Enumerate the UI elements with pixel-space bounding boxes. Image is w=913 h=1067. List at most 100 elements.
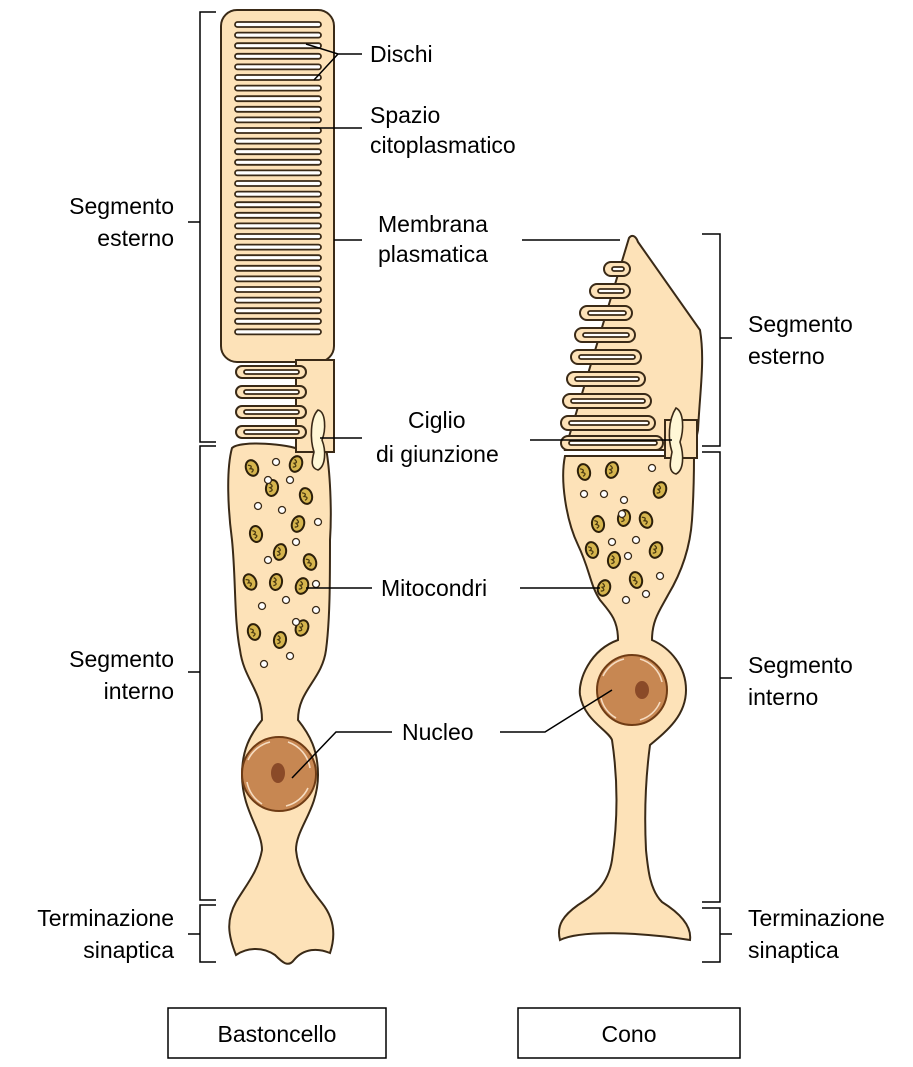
cone-lamella-slit bbox=[575, 377, 639, 381]
rod-disc bbox=[235, 223, 321, 228]
vesicle bbox=[293, 539, 300, 546]
cone-outer-label-1: Segmento bbox=[748, 311, 853, 337]
rod-disc bbox=[235, 33, 321, 38]
vesicle bbox=[623, 597, 630, 604]
rod-disc bbox=[235, 298, 321, 303]
rod-inner-label-2: interno bbox=[104, 678, 174, 704]
vesicle bbox=[633, 537, 640, 544]
rod-disc bbox=[235, 128, 321, 133]
label-nucleo: Nucleo bbox=[402, 719, 474, 745]
rod-inner-label-1: Segmento bbox=[69, 646, 174, 672]
rod-disc bbox=[235, 22, 321, 27]
rod-nucleus bbox=[242, 737, 316, 811]
cone-lamella-slit bbox=[569, 441, 657, 445]
rod-disc bbox=[235, 192, 321, 197]
rod-disc bbox=[235, 107, 321, 112]
cone-outer-brace bbox=[702, 234, 732, 446]
cone-lamella-slit bbox=[579, 355, 635, 359]
vesicle bbox=[261, 661, 268, 668]
rod-disc bbox=[235, 117, 321, 122]
rod-disc bbox=[235, 96, 321, 101]
vesicle bbox=[279, 507, 286, 514]
rod-disc bbox=[235, 75, 321, 80]
cone-inner-brace bbox=[702, 452, 732, 902]
label-ciglio-1: Ciglio bbox=[408, 407, 466, 433]
rod-disc bbox=[235, 139, 321, 144]
rod-disc bbox=[235, 319, 321, 324]
rod-disc bbox=[235, 255, 321, 260]
rod-basal-lamella-slit bbox=[244, 430, 299, 434]
cone-lamella-slit bbox=[598, 289, 624, 293]
vesicle bbox=[273, 459, 280, 466]
vesicle bbox=[625, 553, 632, 560]
cone-inner-label-1: Segmento bbox=[748, 652, 853, 678]
vesicle bbox=[287, 477, 294, 484]
label-dischi: Dischi bbox=[370, 41, 433, 67]
rod-disc bbox=[235, 308, 321, 313]
vesicle bbox=[649, 465, 656, 472]
cone-lamella-slit bbox=[612, 267, 624, 271]
vesicle bbox=[265, 557, 272, 564]
rod-disc bbox=[235, 86, 321, 91]
vesicle bbox=[283, 597, 290, 604]
vesicle bbox=[315, 519, 322, 526]
cone-lamella-slit bbox=[571, 399, 645, 403]
label-mitocondri: Mitocondri bbox=[381, 575, 487, 601]
rod-cell bbox=[221, 10, 334, 964]
cone-nucleus bbox=[597, 655, 667, 725]
rod-disc bbox=[235, 202, 321, 207]
vesicle bbox=[621, 497, 628, 504]
rod-disc bbox=[235, 213, 321, 218]
cone-lamella-slit bbox=[569, 421, 649, 425]
rod-disc bbox=[235, 149, 321, 154]
rod-disc bbox=[235, 234, 321, 239]
rod-cilium bbox=[311, 410, 324, 470]
rod-disc bbox=[235, 54, 321, 59]
vesicle bbox=[581, 491, 588, 498]
cone-synaptic-label-1: Terminazione bbox=[748, 905, 885, 931]
vesicle bbox=[259, 603, 266, 610]
vesicle bbox=[265, 477, 272, 484]
rod-outer-brace bbox=[188, 12, 216, 442]
rod-disc bbox=[235, 181, 321, 186]
label-membrana-2: plasmatica bbox=[378, 241, 488, 267]
rod-disc bbox=[235, 329, 321, 334]
label-spazio-1: Spazio bbox=[370, 102, 440, 128]
cone-name: Cono bbox=[602, 1021, 657, 1047]
cone-synaptic-label-2: sinaptica bbox=[748, 937, 839, 963]
rod-disc bbox=[235, 266, 321, 271]
label-membrana-1: Membrana bbox=[378, 211, 488, 237]
rod-disc bbox=[235, 170, 321, 175]
rod-synaptic-brace bbox=[188, 905, 216, 962]
rod-basal-lamella-slit bbox=[244, 390, 299, 394]
cone-outer-label-2: esterno bbox=[748, 343, 825, 369]
rod-synaptic-label-2: sinaptica bbox=[83, 937, 174, 963]
vesicle bbox=[313, 581, 320, 588]
vesicle bbox=[287, 653, 294, 660]
rod-disc bbox=[235, 287, 321, 292]
label-ciglio-2: di giunzione bbox=[376, 441, 499, 467]
vesicle bbox=[293, 619, 300, 626]
rod-disc bbox=[235, 160, 321, 165]
rod-disc bbox=[235, 276, 321, 281]
cone-lamella-slit bbox=[588, 311, 626, 315]
vesicle bbox=[601, 491, 608, 498]
vesicle bbox=[609, 539, 616, 546]
rod-basal-lamella-slit bbox=[244, 370, 299, 374]
rod-outer-label-1: Segmento bbox=[69, 193, 174, 219]
rod-disc bbox=[235, 245, 321, 250]
vesicle bbox=[643, 591, 650, 598]
label-spazio-2: citoplasmatico bbox=[370, 132, 516, 158]
rod-inner-brace bbox=[188, 446, 216, 900]
vesicle bbox=[255, 503, 262, 510]
vesicle bbox=[657, 573, 664, 580]
vesicle bbox=[313, 607, 320, 614]
vesicle bbox=[619, 511, 626, 518]
rod-outer-label-2: esterno bbox=[97, 225, 174, 251]
cone-cilium bbox=[669, 408, 682, 474]
rod-synaptic-label-1: Terminazione bbox=[37, 905, 174, 931]
rod-disc bbox=[235, 64, 321, 69]
cone-synaptic-brace bbox=[702, 908, 732, 962]
